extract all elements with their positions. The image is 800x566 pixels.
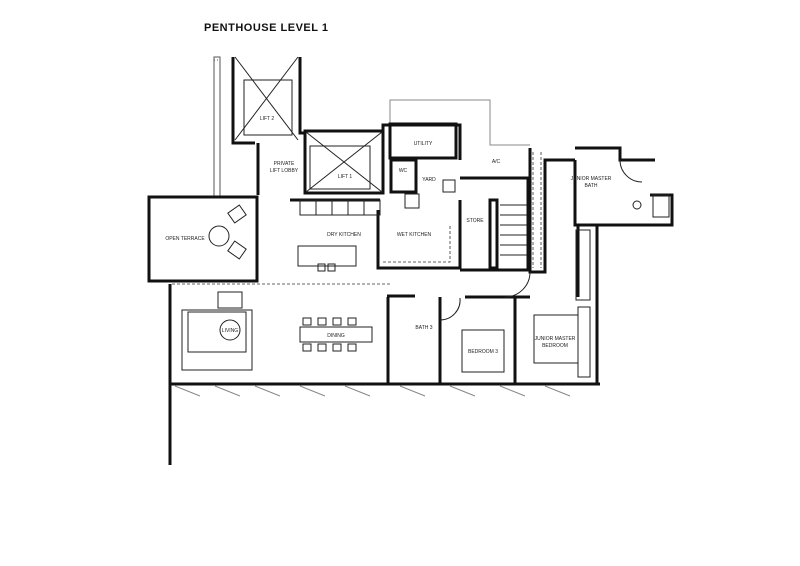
label-ac: A/C xyxy=(492,159,501,165)
label-wc: WC xyxy=(399,168,408,174)
store-and-stair xyxy=(460,148,575,274)
label-junior-master-bath-2: BATH xyxy=(585,183,598,189)
junior-master-bath-walls xyxy=(573,146,674,227)
label-bedroom-3: BEDROOM 3 xyxy=(468,349,498,355)
lift-1-shaft xyxy=(303,129,385,195)
label-lift-1: LIFT 1 xyxy=(338,174,353,180)
label-yard: YARD xyxy=(422,177,436,183)
kitchen-walls xyxy=(290,123,462,272)
label-dry-kitchen: DRY KITCHEN xyxy=(327,232,361,238)
label-dining: DINING xyxy=(327,333,345,339)
label-private-lift-lobby-1: PRIVATE xyxy=(274,161,295,167)
label-private-lift-lobby-2: LIFT LOBBY xyxy=(270,168,299,174)
utility-wc-yard xyxy=(388,99,530,209)
windows xyxy=(174,385,571,397)
label-living: LIVING xyxy=(222,328,239,334)
label-junior-master-bedroom-1: JUNIOR MASTER xyxy=(535,336,576,342)
hatched-wall xyxy=(213,56,221,198)
label-lift-2: LIFT 2 xyxy=(260,116,275,122)
bath3-bedroom3-walls xyxy=(386,271,531,383)
lift-2-shaft xyxy=(231,56,305,145)
terrace-furniture xyxy=(208,204,247,260)
junior-master-bedroom-walls xyxy=(533,226,599,383)
label-utility: UTILITY xyxy=(414,141,433,147)
open-terrace-outline xyxy=(147,195,259,283)
label-junior-master-bath-1: JUNIOR MASTER xyxy=(571,176,612,182)
living-dining-walls xyxy=(168,283,600,465)
label-open-terrace: OPEN TERRACE xyxy=(165,236,205,242)
label-bath-3: BATH 3 xyxy=(415,325,432,331)
label-wet-kitchen: WET KITCHEN xyxy=(397,232,432,238)
plan-title: PENTHOUSE LEVEL 1 xyxy=(204,22,329,34)
label-store: STORE xyxy=(466,218,484,224)
label-junior-master-bedroom-2: BEDROOM xyxy=(542,343,568,349)
